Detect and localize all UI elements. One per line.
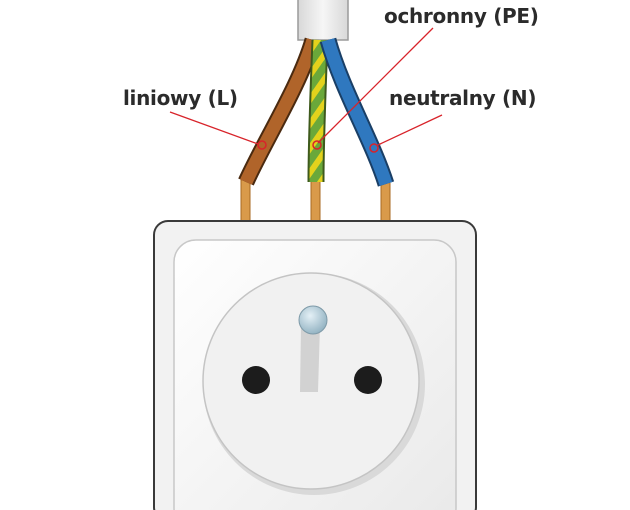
earth-pin-icon	[298, 305, 328, 335]
earth-pin-shadow	[300, 325, 320, 392]
label-neutral: neutralny (N)	[389, 86, 536, 110]
line-leader	[169, 111, 259, 145]
pe-wire	[307, 39, 329, 183]
pe-marker	[312, 140, 322, 150]
neutral-conductor-tip	[380, 181, 391, 225]
label-line: liniowy (L)	[123, 86, 238, 110]
neutral-marker	[369, 143, 379, 153]
wall-socket-icon	[153, 220, 477, 510]
neutral-leader	[377, 114, 443, 146]
line-conductor-tip	[240, 179, 251, 225]
copper-tips	[240, 177, 391, 225]
pe-leader	[317, 27, 434, 144]
socket-hole-right	[354, 366, 382, 394]
line-wire	[238, 37, 322, 186]
line-marker	[257, 140, 267, 150]
cable-sheath	[297, 0, 349, 41]
neutral-wire	[319, 37, 395, 187]
leader-lines	[169, 27, 443, 153]
pe-conductor-tip	[310, 177, 321, 225]
socket-hole-left	[242, 366, 270, 394]
label-protective: ochronny (PE)	[384, 4, 539, 28]
